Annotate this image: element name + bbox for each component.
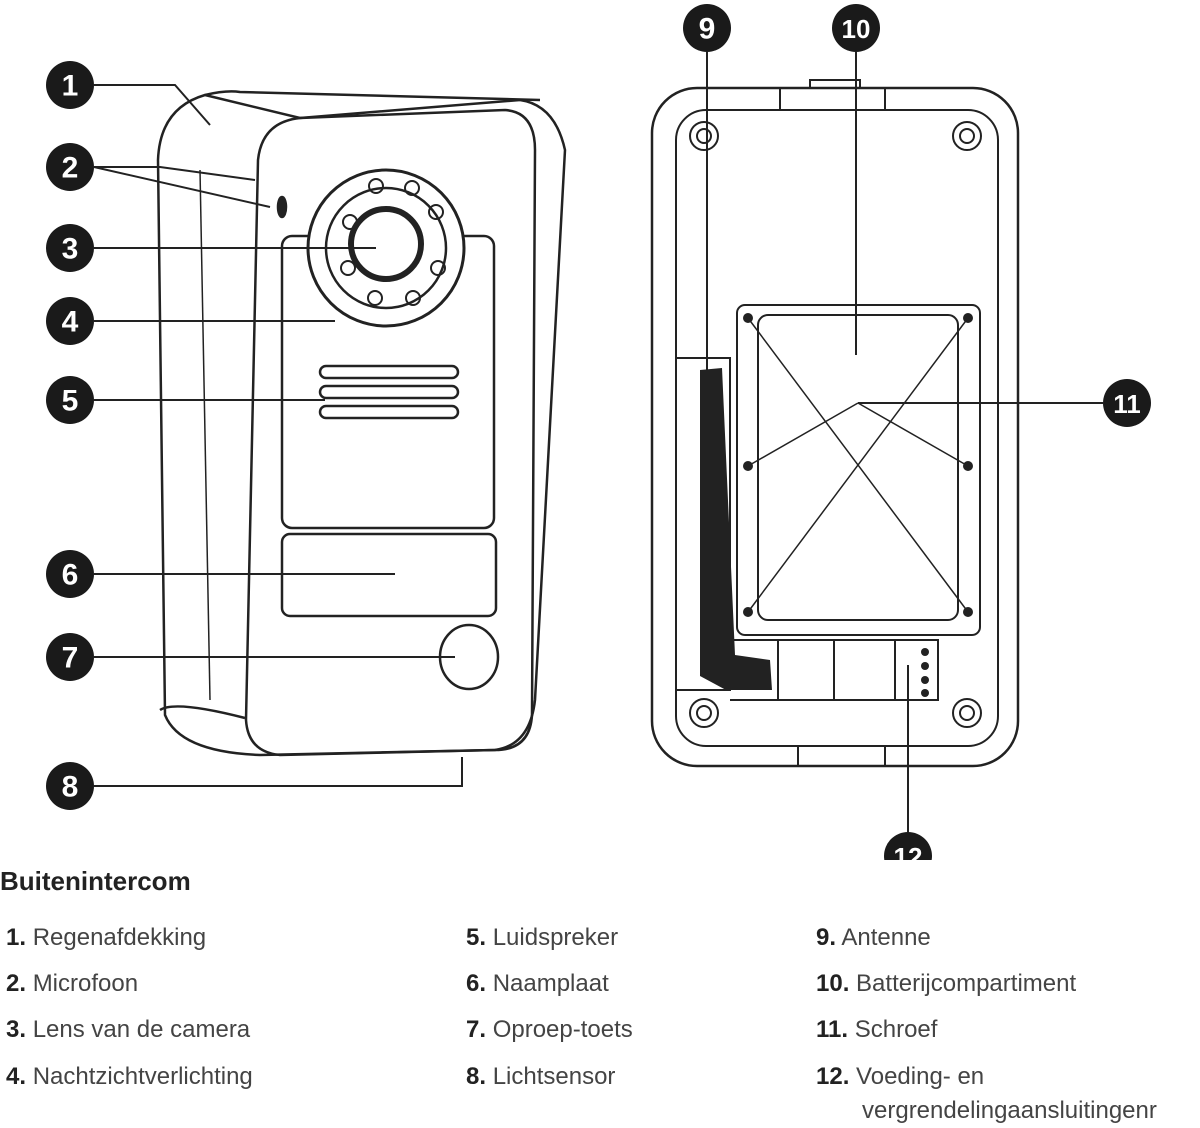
legend-item: 2. Microfoon xyxy=(6,970,139,997)
legend-item: 6. Naamplaat xyxy=(466,970,609,997)
svg-text:12: 12 xyxy=(894,842,923,860)
legend-item: 4. Nachtzichtverlichting xyxy=(6,1063,253,1090)
legend-item: 11. Schroef xyxy=(816,1016,938,1043)
svg-text:7: 7 xyxy=(62,642,79,675)
rain-cover xyxy=(156,90,567,757)
leader-lines xyxy=(93,52,1103,832)
callout-8: 8 xyxy=(46,762,94,810)
callout-5: 5 xyxy=(46,376,94,424)
callout-2: 2 xyxy=(46,143,94,191)
speaker-grille xyxy=(318,364,460,420)
legend-item: 1. Regenafdekking xyxy=(6,924,207,951)
svg-text:9: 9 xyxy=(699,13,716,46)
svg-text:10: 10 xyxy=(842,14,871,44)
screw-holes xyxy=(689,121,982,728)
svg-text:1: 1 xyxy=(62,70,79,103)
legend-item: 9. Antenne xyxy=(816,924,931,951)
callout-7: 7 xyxy=(46,633,94,681)
callouts: 1 2 3 4 5 6 7 8 9 10 11 12 xyxy=(46,4,1151,860)
legend-item: 12. Voeding- en xyxy=(816,1063,985,1090)
callout-11: 11 xyxy=(1103,379,1151,427)
svg-text:6: 6 xyxy=(62,559,79,592)
legend-item: 7. Oproep-toets xyxy=(466,1016,633,1043)
svg-text:3: 3 xyxy=(62,233,79,266)
svg-text:8: 8 xyxy=(62,771,79,804)
back-panel xyxy=(650,79,1020,768)
callout-9: 9 xyxy=(683,4,731,52)
legend-item: 5. Luidspreker xyxy=(466,924,619,951)
legend-item: 3. Lens van de camera xyxy=(6,1016,251,1043)
microphone xyxy=(276,195,288,219)
legend-item-continuation: vergrendelingaansluitingenr xyxy=(862,1097,1157,1124)
callout-1: 1 xyxy=(46,61,94,109)
legend-title: Buitenintercom xyxy=(0,866,191,896)
callout-3: 3 xyxy=(46,224,94,272)
legend-item: 10. Batterijcompartiment xyxy=(816,970,1077,997)
callout-10: 10 xyxy=(832,4,880,52)
battery-compartment xyxy=(736,304,981,636)
legend-item: 8. Lichtsensor xyxy=(466,1063,616,1090)
connector-pins xyxy=(921,648,929,697)
svg-text:11: 11 xyxy=(1113,389,1141,419)
ir-leds xyxy=(340,178,446,306)
front-panel xyxy=(244,108,537,757)
callout-6: 6 xyxy=(46,550,94,598)
antenna xyxy=(700,368,772,690)
svg-text:4: 4 xyxy=(62,306,79,339)
svg-text:2: 2 xyxy=(62,152,79,185)
camera-lens xyxy=(348,206,424,282)
callout-4: 4 xyxy=(46,297,94,345)
svg-text:5: 5 xyxy=(62,385,79,418)
intercom-diagram: 1 2 3 4 5 6 7 8 9 10 11 12 xyxy=(46,4,1151,860)
callout-12: 12 xyxy=(884,832,932,860)
